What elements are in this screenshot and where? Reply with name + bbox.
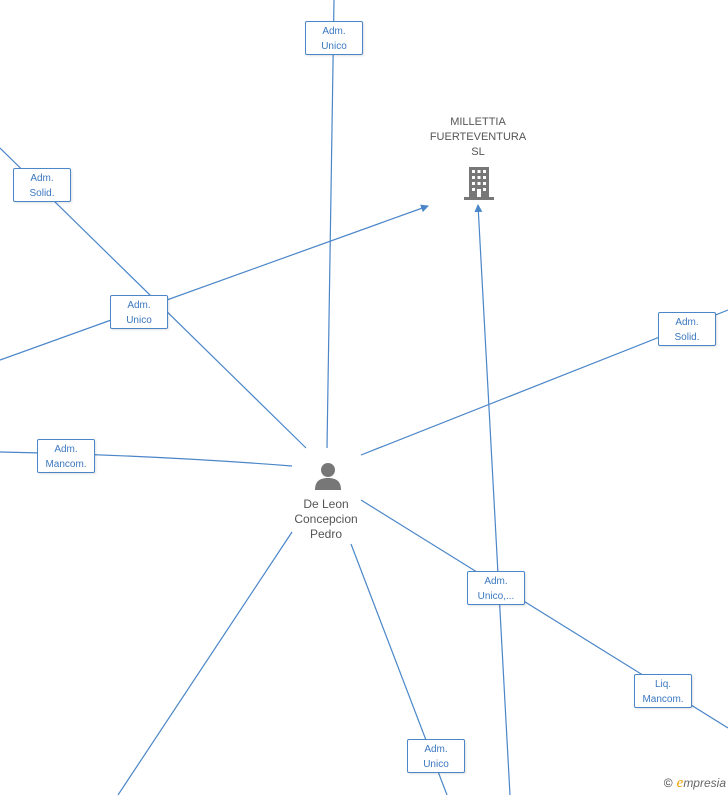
role-label-line: Unico [126,315,152,326]
brand-name: mpresia [683,776,726,790]
edge-person-to-company [0,204,429,361]
role-label-line: Unico [423,759,449,770]
role-label[interactable]: Adm. Unico,... [467,571,525,605]
person-name-line: De Leon [303,497,349,511]
role-label-line: Solid. [674,332,700,343]
brand-initial: e [676,775,684,791]
company-name-line: FUERTEVENTURA [429,131,527,143]
role-label-line: Solid. [29,188,55,199]
role-label-line: Mancom. [45,459,87,470]
role-label-line: Adm. [484,576,508,587]
company-name[interactable]: MILLETTIA FUERTEVENTURA SL [408,115,548,160]
role-label[interactable]: Adm. Unico [305,21,363,55]
role-label-line: Adm. [322,26,346,37]
person-name-line: Concepcion [294,512,358,526]
role-label-line: Adm. [675,317,699,328]
role-label-line: Unico [321,41,347,52]
role-label[interactable]: Adm. Solid. [658,312,716,346]
role-label-line: Adm. [54,444,78,455]
role-label-line: Adm. [30,173,54,184]
edge-person-to-bottomleft [117,531,293,795]
role-label-line: Adm. [424,744,448,755]
person-icon[interactable] [313,461,343,491]
role-label[interactable]: Adm. Solid. [13,168,71,202]
role-label-line: Adm. [127,300,151,311]
person-name[interactable]: De Leon Concepcion Pedro [266,497,386,542]
brand-footer: ©empresia [664,775,726,792]
edge-bottom-to-company [474,204,511,795]
role-label[interactable]: Adm. Unico [407,739,465,773]
person-name-line: Pedro [309,527,343,541]
edge-top-to-person [326,0,335,449]
copyright-symbol: © [663,776,673,790]
company-name-line: SL [471,146,485,158]
building-icon[interactable] [462,165,496,201]
role-label-line: Mancom. [642,694,684,705]
role-label[interactable]: Liq. Mancom. [634,674,692,708]
role-label[interactable]: Adm. Unico [110,295,168,329]
role-label[interactable]: Adm. Mancom. [37,439,95,473]
company-name-line: MILLETTIA [450,116,506,128]
role-label-line: Unico,... [477,591,515,602]
role-label-line: Liq. [654,679,672,690]
